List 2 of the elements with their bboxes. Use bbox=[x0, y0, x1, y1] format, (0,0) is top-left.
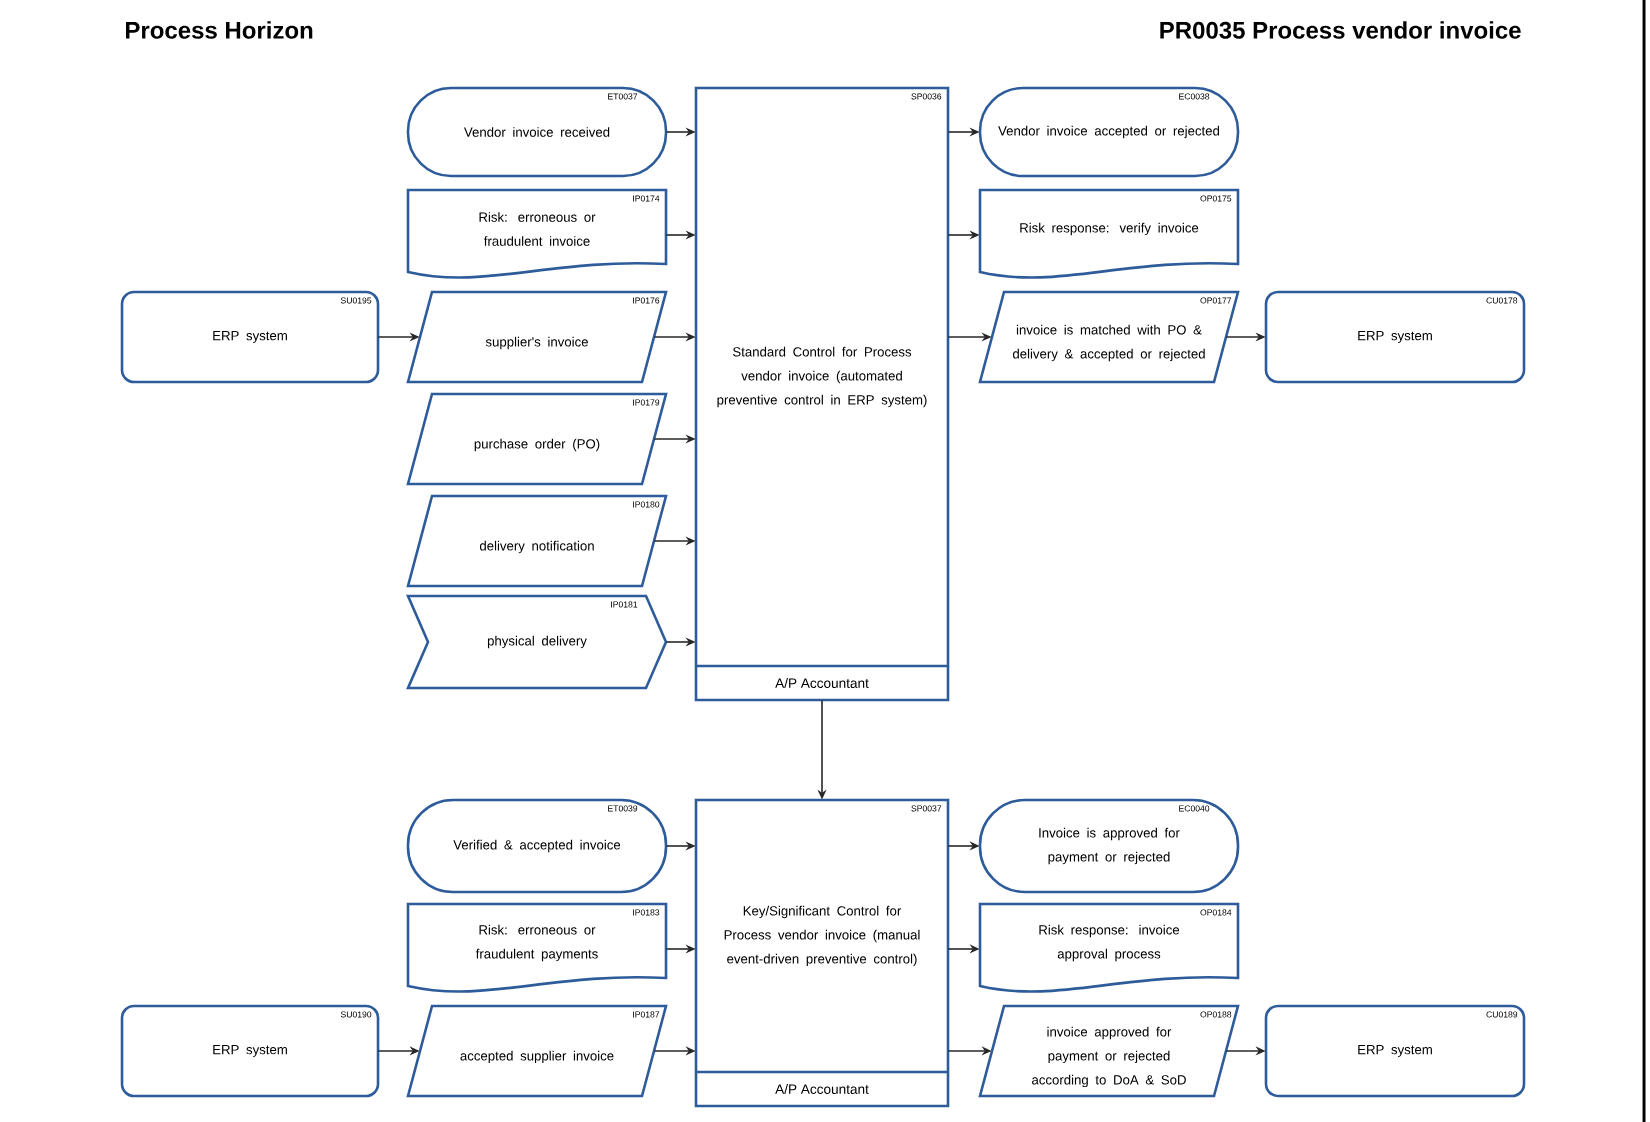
heading: Process Horizon bbox=[126, 21, 313, 39]
title: PR0035 Process vendor invoice bbox=[1160, 21, 1521, 39]
